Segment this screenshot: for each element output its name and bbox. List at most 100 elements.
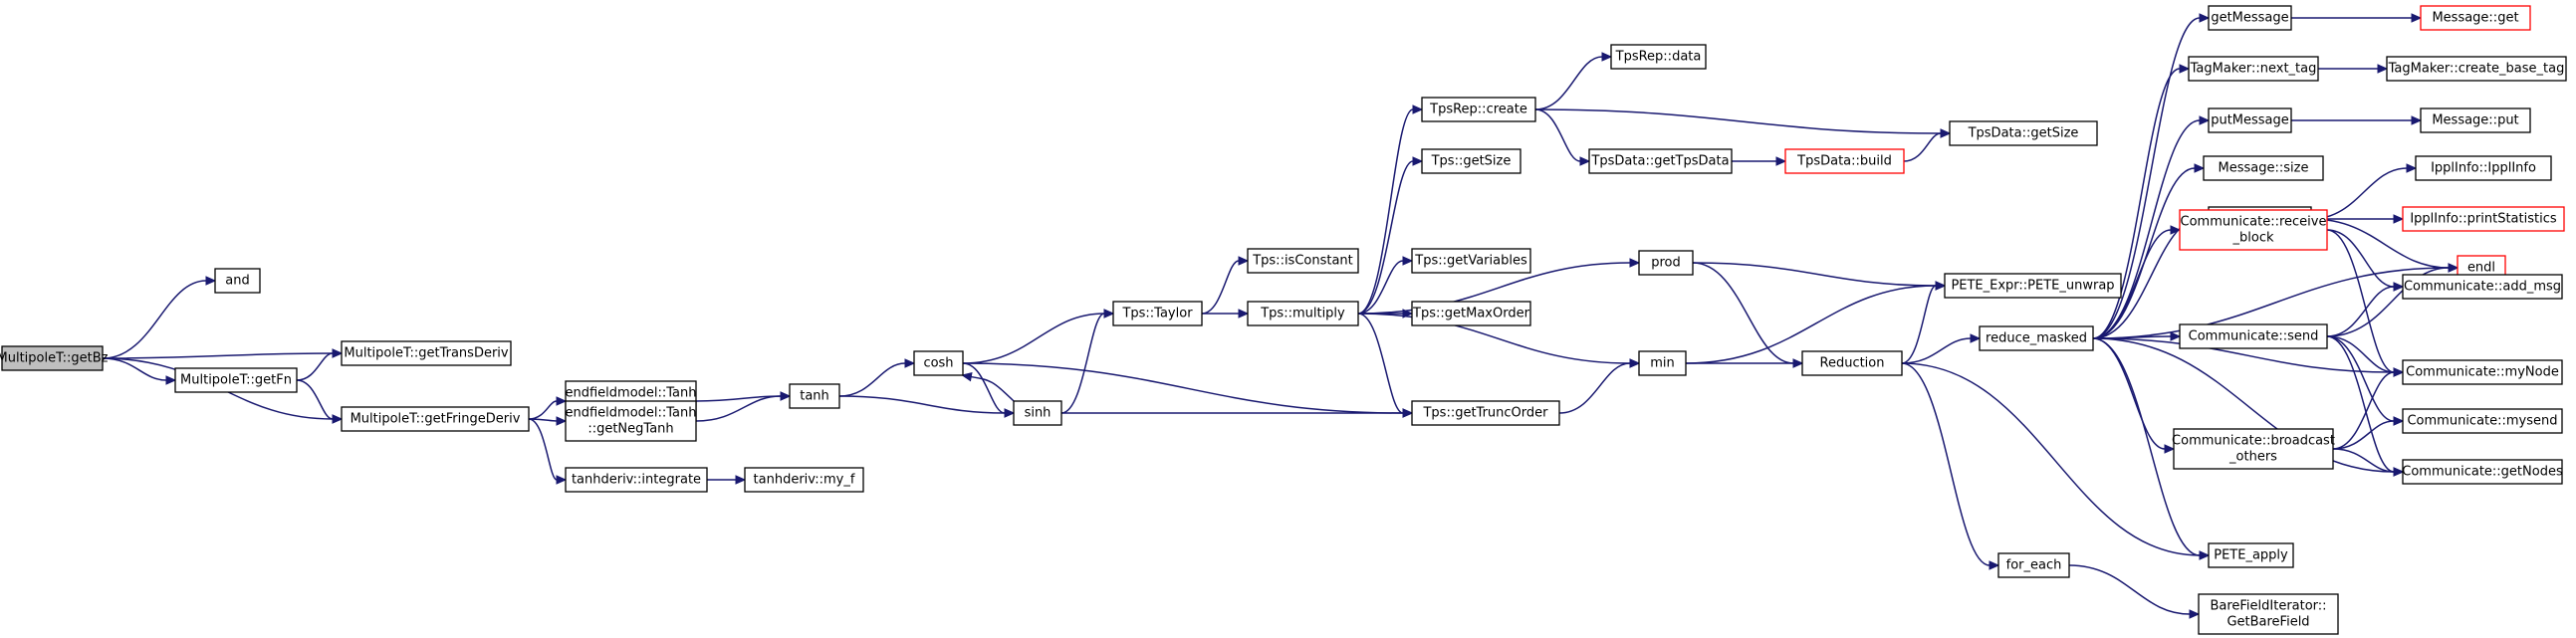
node-getNodes[interactable]: Communicate::getNodes xyxy=(2402,459,2563,485)
node-label: Tps::getSize xyxy=(1431,154,1512,169)
node-msgSize[interactable]: Message::size xyxy=(2203,155,2324,181)
node-label: TpsData::getSize xyxy=(1968,126,2079,141)
node-label: tanhderiv::my_f xyxy=(754,473,855,488)
node-box xyxy=(2179,323,2328,349)
edge-line xyxy=(838,362,906,397)
edge-line xyxy=(1534,108,1581,162)
node-getTpsData[interactable]: TpsData::getTpsData xyxy=(1588,148,1733,174)
node-and[interactable]: and xyxy=(214,268,261,294)
node-forEach[interactable]: for_each xyxy=(1997,552,2070,578)
node-ipplInfo[interactable]: IpplInfo::IpplInfo xyxy=(2415,155,2552,181)
edge-line xyxy=(1903,132,1942,162)
node-send[interactable]: Communicate::send xyxy=(2179,323,2328,349)
node-getNegTanh[interactable]: endfieldmodel::Tanh::getNegTanh xyxy=(565,400,697,442)
edge-line xyxy=(2092,119,2201,339)
edge-arrowhead xyxy=(1402,408,1414,418)
edge-line xyxy=(1357,260,1404,315)
edge-sinh-to-getTruncOrder xyxy=(1061,408,1414,418)
node-isConstant[interactable]: Tps::isConstant xyxy=(1247,248,1359,274)
edge-line xyxy=(1534,108,1942,134)
node-build[interactable]: TpsData::build xyxy=(1784,148,1905,174)
node-getFringeDeriv[interactable]: MultipoleT::getFringeDeriv xyxy=(341,406,530,432)
node-mysend[interactable]: Communicate::mysend xyxy=(2402,408,2563,434)
edge-line xyxy=(102,280,207,359)
edge-multiply-to-repCreate xyxy=(1357,105,1424,315)
node-receiveBlock[interactable]: Communicate::receive_block xyxy=(2179,209,2328,251)
node-label: Communicate::mysend xyxy=(2407,414,2557,429)
node-integrate[interactable]: tanhderiv::integrate xyxy=(565,467,708,493)
edge-taylor-to-multiply xyxy=(1202,309,1250,319)
node-multiply[interactable]: Tps::multiply xyxy=(1247,301,1359,326)
node-getMessage[interactable]: getMessage xyxy=(2208,5,2292,31)
node-box xyxy=(1949,120,2098,146)
edge-line xyxy=(1357,313,1631,364)
node-min[interactable]: min xyxy=(1638,350,1687,376)
edge-arrowhead xyxy=(2199,13,2211,23)
node-nextTag[interactable]: TagMaker::next_tag xyxy=(2188,56,2319,82)
node-getFn[interactable]: MultipoleT::getFn xyxy=(174,367,298,393)
node-unwrap[interactable]: PETE_Expr::PETE_unwrap xyxy=(1944,273,2122,299)
node-reduction[interactable]: Reduction xyxy=(1801,350,1903,376)
node-prod[interactable]: prod xyxy=(1638,250,1694,276)
node-box xyxy=(2420,107,2531,133)
edge-send-to-getNodes xyxy=(2326,335,2405,477)
node-peteApply[interactable]: PETE_apply xyxy=(2208,542,2294,568)
edge-line xyxy=(962,313,1105,364)
node-myNode[interactable]: Communicate::myNode xyxy=(2402,359,2563,385)
node-label: Communicate::add_msg xyxy=(2404,280,2561,295)
node-dataGetSize[interactable]: TpsData::getSize xyxy=(1949,120,2098,146)
edge-repCreate-to-repData xyxy=(1534,52,1613,110)
node-box xyxy=(913,350,964,376)
edge-line xyxy=(1685,285,1937,364)
node-reduceMasked[interactable]: reduce_masked xyxy=(1979,325,2094,351)
edge-line xyxy=(2332,448,2395,473)
edge-line xyxy=(1534,56,1603,110)
node-label: Tps::getTruncOrder xyxy=(1422,406,1548,421)
node-getVariables[interactable]: Tps::getVariables xyxy=(1411,248,1531,274)
node-label: tanh xyxy=(800,389,829,404)
node-cosh[interactable]: cosh xyxy=(913,350,964,376)
node-repCreate[interactable]: TpsRep::create xyxy=(1421,97,1536,122)
edge-reduceMasked-to-receiveBlock xyxy=(2092,225,2182,339)
node-box xyxy=(1247,248,1359,274)
node-putMessage[interactable]: putMessage xyxy=(2208,107,2292,133)
node-addMsg[interactable]: Communicate::add_msg xyxy=(2402,274,2563,300)
node-getTruncOrder[interactable]: Tps::getTruncOrder xyxy=(1411,400,1560,426)
node-label: prod xyxy=(1651,256,1681,271)
node-tanh[interactable]: tanh xyxy=(789,383,840,409)
node-box xyxy=(1411,248,1531,274)
edge-getBz-to-and xyxy=(102,276,217,359)
node-label: Communicate::broadcast xyxy=(2172,434,2335,449)
node-box xyxy=(2402,359,2563,385)
node-msgPut[interactable]: Message::put xyxy=(2420,107,2531,133)
edge-line xyxy=(2332,371,2395,450)
node-box xyxy=(2179,209,2328,251)
edge-getNegTanh-to-tanh xyxy=(695,391,792,422)
node-label: and xyxy=(225,274,249,289)
node-getSize[interactable]: Tps::getSize xyxy=(1421,148,1522,174)
edge-arrowhead xyxy=(1004,408,1016,418)
edge-reduction-to-unwrap xyxy=(1901,281,1947,364)
node-getBz[interactable]: MultipoleT::getBz xyxy=(0,345,109,371)
node-taylor[interactable]: Tps::Taylor xyxy=(1112,301,1203,326)
node-bareField[interactable]: BareFieldIterator::GetBareField xyxy=(2198,593,2339,635)
edge-line xyxy=(296,379,334,420)
node-box xyxy=(1610,44,1707,70)
edge-multiply-to-getVariables xyxy=(1357,256,1414,315)
node-label: Tps::getMaxOrder xyxy=(1412,307,1530,321)
edge-repCreate-to-dataGetSize xyxy=(1534,108,1952,138)
edge-line xyxy=(2326,335,2395,473)
edge-arrowhead xyxy=(1940,128,1952,138)
edge-arrowhead xyxy=(2393,282,2405,292)
node-repData[interactable]: TpsRep::data xyxy=(1610,44,1707,70)
node-broadcast[interactable]: Communicate::broadcast_others xyxy=(2172,428,2335,470)
node-my_f[interactable]: tanhderiv::my_f xyxy=(744,467,864,493)
node-getTransDeriv[interactable]: MultipoleT::getTransDeriv xyxy=(341,340,512,366)
node-getMaxOrder[interactable]: Tps::getMaxOrder xyxy=(1411,301,1531,326)
node-msgGet[interactable]: Message::get xyxy=(2420,5,2531,31)
node-label: Communicate::receive xyxy=(2181,215,2327,230)
node-box xyxy=(1,345,104,371)
node-createBaseTag[interactable]: TagMaker::create_base_tag xyxy=(2386,56,2567,82)
node-sinh[interactable]: sinh xyxy=(1013,400,1062,426)
node-printStats[interactable]: IpplInfo::printStatistics xyxy=(2402,206,2565,232)
